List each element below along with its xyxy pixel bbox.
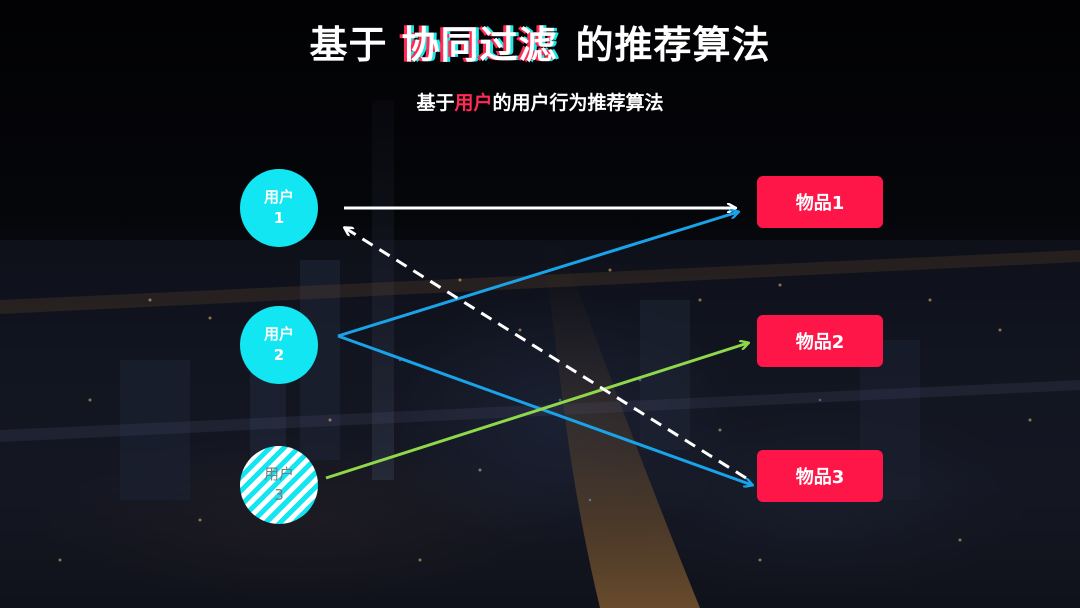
item-node-1: 物品1 — [757, 176, 883, 228]
item-node-3: 物品3 — [757, 450, 883, 502]
item-node-label: 物品3 — [795, 467, 845, 488]
edge-user3-item2 — [325, 343, 748, 480]
title-highlight: 协同过滤 — [401, 23, 558, 67]
slide-subtitle: 基于用户的用户行为推荐算法 — [0, 88, 1080, 115]
title-suffix: 的推荐算法 — [575, 23, 771, 67]
edge-user2-item3 — [337, 334, 752, 485]
user-node-label: 用户 — [263, 188, 294, 206]
edge-user2-item1 — [337, 212, 738, 338]
slide-title: 基于协同过滤的推荐算法 — [0, 14, 1080, 69]
item-node-label: 物品1 — [795, 193, 845, 214]
edge-item3-user1-dashed — [345, 228, 747, 480]
subtitle-suffix: 的用户行为推荐算法 — [492, 92, 664, 114]
user-node-label: 用户 — [263, 325, 294, 343]
subtitle-accent: 用户 — [454, 92, 493, 114]
user-node-2: 用户 2 — [240, 306, 318, 384]
user-node-label: 用户 — [263, 465, 294, 483]
item-node-label: 物品2 — [795, 332, 845, 353]
user-node-number: 1 — [273, 209, 285, 227]
title-prefix: 基于 — [309, 23, 388, 67]
user-node-1: 用户 1 — [240, 169, 318, 247]
user-node-3: 用户 3 — [240, 446, 318, 524]
item-node-2: 物品2 — [757, 315, 883, 367]
user-node-number: 2 — [273, 346, 285, 364]
user-node-number: 3 — [274, 486, 284, 504]
subtitle-prefix: 基于 — [416, 92, 455, 114]
